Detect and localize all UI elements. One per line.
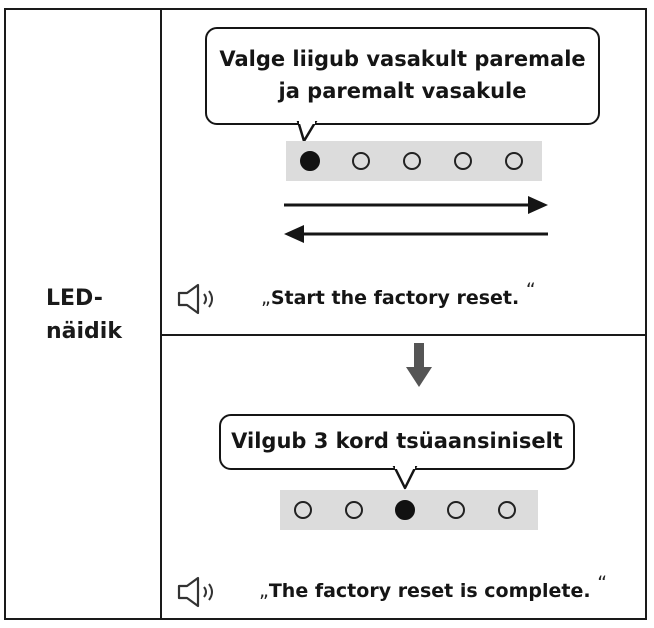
- led-indicator-label: LED- näidik: [46, 282, 126, 348]
- led-off: [498, 501, 516, 519]
- led-off: [505, 152, 523, 170]
- led-off: [294, 501, 312, 519]
- led-off: [454, 152, 472, 170]
- bubble1-line-2: ja paremalt vasakule: [278, 79, 527, 103]
- bubble2-text: Vilgub 3 kord tsüaansiniselt: [231, 429, 563, 453]
- speech-message-2: „The factory reset is complete. “: [259, 572, 607, 602]
- bubble1-tail: [296, 121, 318, 143]
- bubble2-tail: [392, 466, 418, 490]
- led-off: [352, 152, 370, 170]
- speech-text-2: The factory reset is complete.: [268, 580, 591, 602]
- led-off: [345, 501, 363, 519]
- speaker-icon: [177, 283, 213, 315]
- speech-message-1: „Start the factory reset. “: [261, 279, 536, 309]
- arrow-down-icon: [406, 343, 432, 387]
- row-divider: [160, 334, 647, 336]
- label-line-1: LED-: [46, 286, 103, 311]
- speech-text-1: Start the factory reset.: [270, 287, 520, 309]
- arrow-right-icon: [284, 196, 548, 214]
- direction-arrows: [284, 196, 548, 243]
- bubble1-line-1: Valge liigub vasakult paremale: [219, 47, 586, 71]
- led-off: [447, 501, 465, 519]
- close-quote: “: [525, 279, 536, 301]
- speaker-icon: [177, 576, 213, 608]
- open-quote: „: [259, 580, 269, 602]
- callout-bubble-2: Vilgub 3 kord tsüaansiniselt: [219, 414, 575, 470]
- open-quote: „: [261, 287, 271, 309]
- label-line-2: näidik: [46, 319, 122, 344]
- led-off: [403, 152, 421, 170]
- led-lit: [395, 500, 415, 520]
- column-divider: [160, 8, 162, 620]
- table-border: [4, 8, 647, 620]
- led-lit: [300, 151, 320, 171]
- arrow-left-icon: [284, 225, 548, 243]
- close-quote: “: [597, 572, 608, 594]
- callout-bubble-1: Valge liigub vasakult paremale ja parema…: [205, 27, 600, 125]
